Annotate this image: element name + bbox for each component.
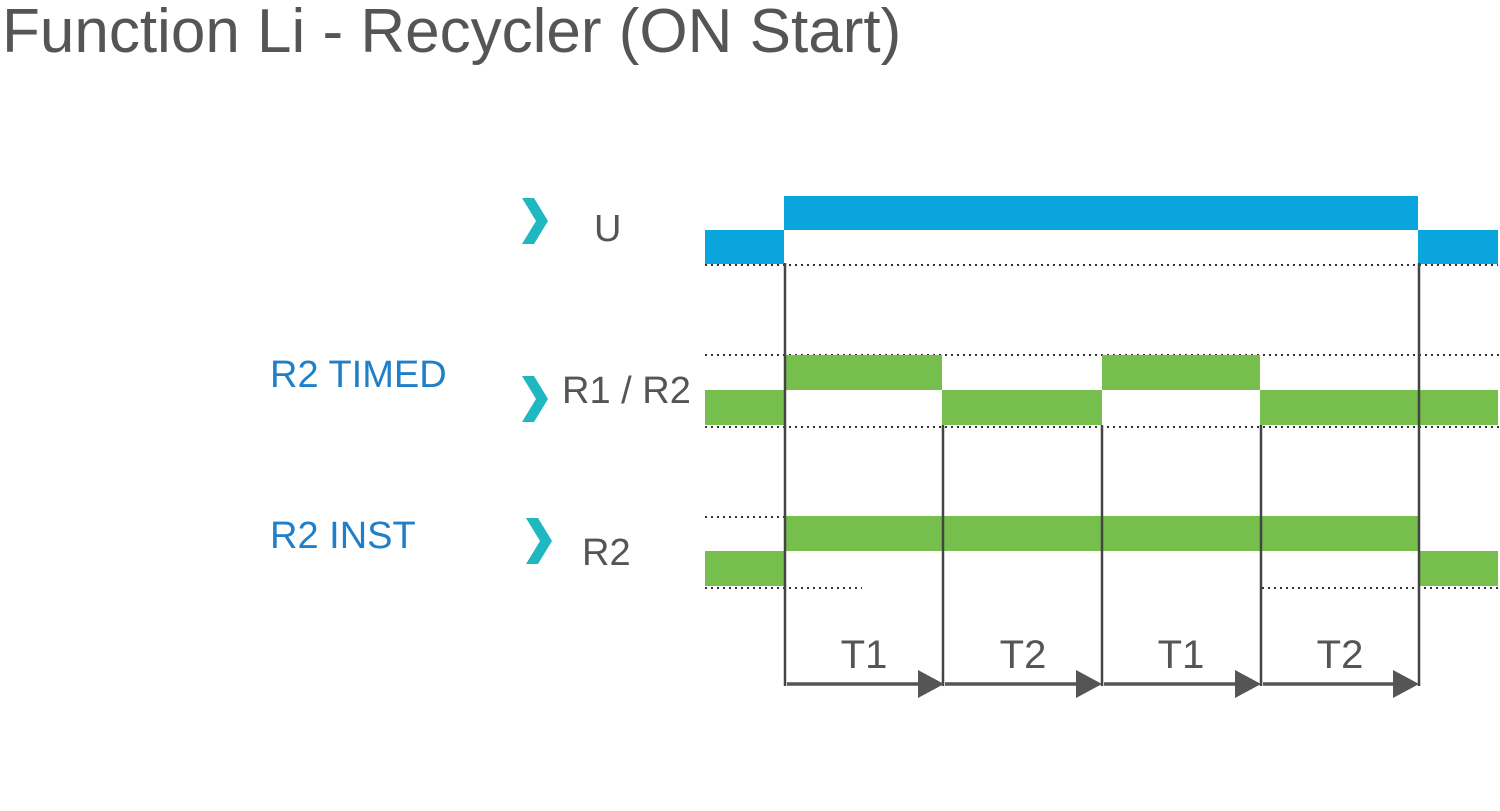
interval-label-t2: T2 bbox=[1000, 633, 1047, 677]
interval-label-t2: T2 bbox=[1317, 633, 1364, 677]
page-title: Function Li - Recycler (ON Start) bbox=[2, 0, 902, 66]
r1r2-low-before bbox=[705, 390, 784, 425]
interval-arrows bbox=[787, 670, 1419, 698]
u-low-after bbox=[1418, 230, 1498, 264]
u-low-before bbox=[705, 230, 784, 264]
r1r2-low-t2a bbox=[942, 390, 1102, 425]
r1r2-low-t2b bbox=[1260, 390, 1498, 425]
chevron-right-icon bbox=[522, 376, 548, 422]
chevron-right-icon bbox=[522, 198, 548, 244]
mode-label-r2-timed: R2 TIMED bbox=[270, 354, 447, 396]
r2-low-after bbox=[1418, 551, 1498, 586]
signal-label-r1-r2: R1 / R2 bbox=[562, 370, 691, 412]
mode-label-r2-inst: R2 INST bbox=[270, 515, 416, 557]
signal-label-u: U bbox=[594, 208, 622, 250]
transition-lines bbox=[783, 263, 1421, 686]
interval-label-t1: T1 bbox=[1158, 633, 1205, 677]
interval-label-t1: T1 bbox=[841, 633, 888, 677]
r2-low-before bbox=[705, 551, 784, 586]
arrowhead-icon bbox=[918, 670, 944, 698]
r1r2-high-t1a bbox=[784, 355, 942, 390]
arrowhead-icon bbox=[1393, 670, 1419, 698]
chevron-right-icon bbox=[526, 518, 552, 564]
supply-waveform-u bbox=[705, 196, 1498, 266]
signal-label-r2: R2 bbox=[582, 532, 631, 574]
r1r2-high-t1b bbox=[1102, 355, 1260, 390]
arrowhead-icon bbox=[1076, 670, 1102, 698]
arrowhead-icon bbox=[1235, 670, 1261, 698]
relay-waveform-r1-r2 bbox=[705, 354, 1500, 428]
u-high bbox=[784, 196, 1418, 230]
